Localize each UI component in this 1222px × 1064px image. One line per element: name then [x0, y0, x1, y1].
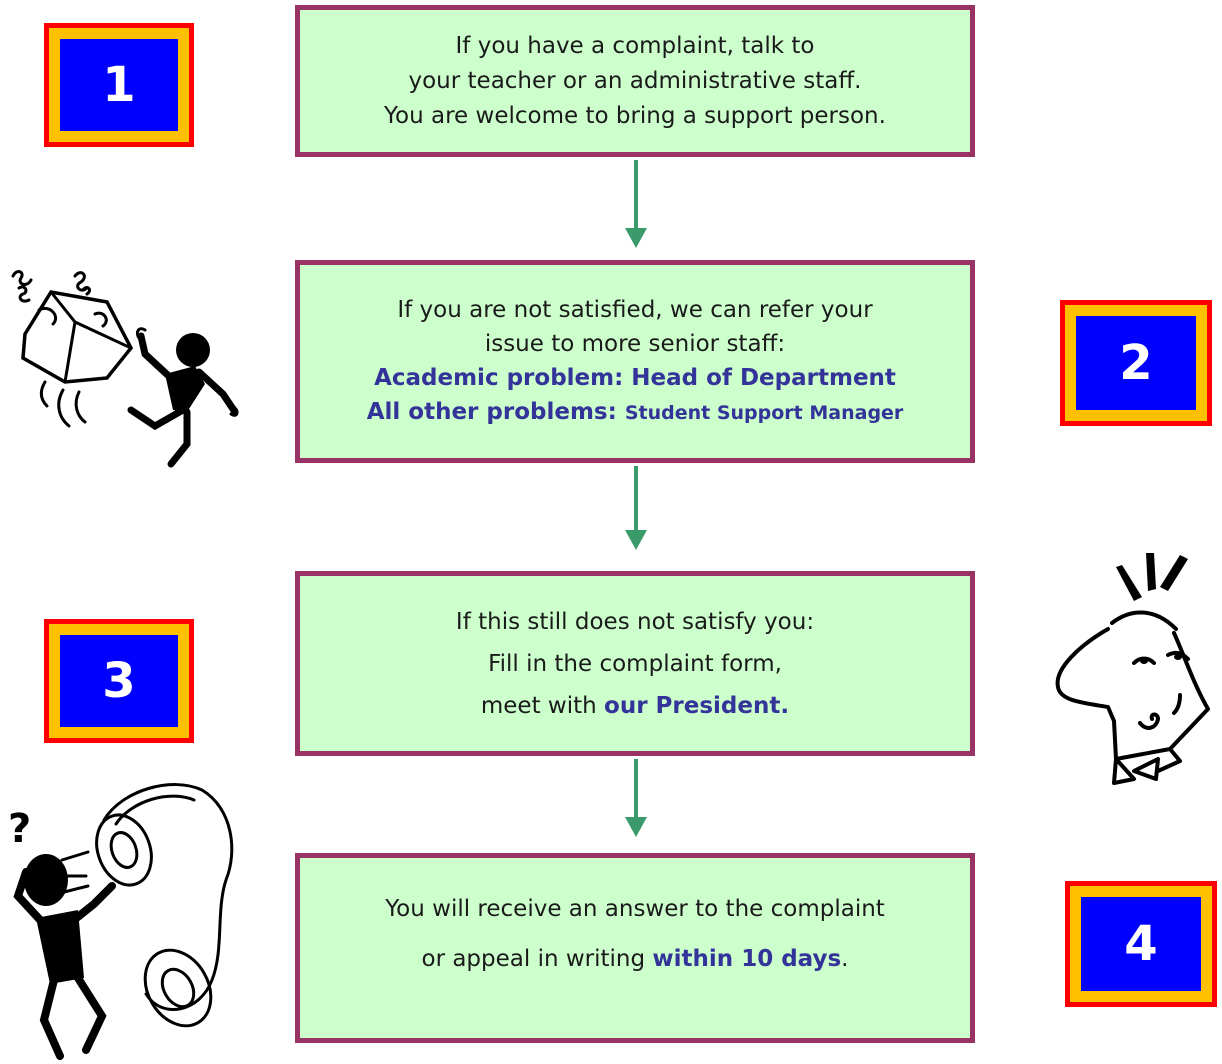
step-4-line-2-suffix: . [841, 946, 849, 972]
step-1-line-2: your teacher or an administrative staff. [408, 67, 862, 94]
step-number-3: 3 [60, 635, 178, 727]
stick-figure-kicking-box-icon [11, 270, 239, 468]
arrow-down-icon [625, 160, 647, 248]
step-box-3: If this still does not satisfy you: Fill… [295, 571, 975, 756]
step-number-1: 1 [60, 39, 178, 131]
step-3-line-3: meet with our President. [481, 685, 789, 727]
step-badge-1: 1 [44, 23, 194, 147]
step-1-line-1: If you have a complaint, talk to [455, 32, 815, 59]
arrow-down-icon [625, 759, 647, 837]
step-badge-3: 3 [44, 619, 194, 743]
step-3-line-1: If this still does not satisfy you: [455, 608, 815, 635]
step-1-line-3: You are welcome to bring a support perso… [384, 102, 886, 129]
step-2-academic-line: Academic problem: Head of Department [374, 365, 896, 391]
step-box-2: If you are not satisfied, we can refer y… [295, 260, 975, 463]
angry-man-face-icon [1055, 553, 1210, 785]
step-2-other-suffix: Student Support Manager [624, 402, 904, 424]
step-2-line-2: issue to more senior staff: [484, 331, 786, 357]
step-badge-2: 2 [1060, 300, 1212, 426]
step-3-president: our President. [604, 692, 790, 719]
arrow-down-icon [625, 466, 647, 550]
step-2-line-1: If you are not satisfied, we can refer y… [397, 297, 873, 323]
step-4-line-1: You will receive an answer to the compla… [385, 896, 885, 922]
step-3-line-2: Fill in the complaint form, [488, 650, 782, 677]
step-box-1: If you have a complaint, talk to your te… [295, 5, 975, 157]
step-box-4: You will receive an answer to the compla… [295, 853, 975, 1043]
step-4-line-2: or appeal in writing within 10 days. [422, 934, 849, 984]
step-4-line-2-prefix: or appeal in writing [421, 946, 653, 972]
step-3-line-3-prefix: meet with [480, 692, 605, 719]
step-2-other-line: All other problems: Student Support Mana… [367, 395, 904, 430]
stick-figure-with-phone-icon: ? [8, 783, 234, 1060]
step-number-2: 2 [1076, 316, 1196, 410]
step-2-other-prefix: All other problems: [366, 399, 625, 425]
svg-text:?: ? [8, 806, 31, 852]
step-number-4: 4 [1081, 897, 1201, 991]
step-4-deadline: within 10 days [652, 946, 842, 972]
step-badge-4: 4 [1065, 881, 1217, 1007]
